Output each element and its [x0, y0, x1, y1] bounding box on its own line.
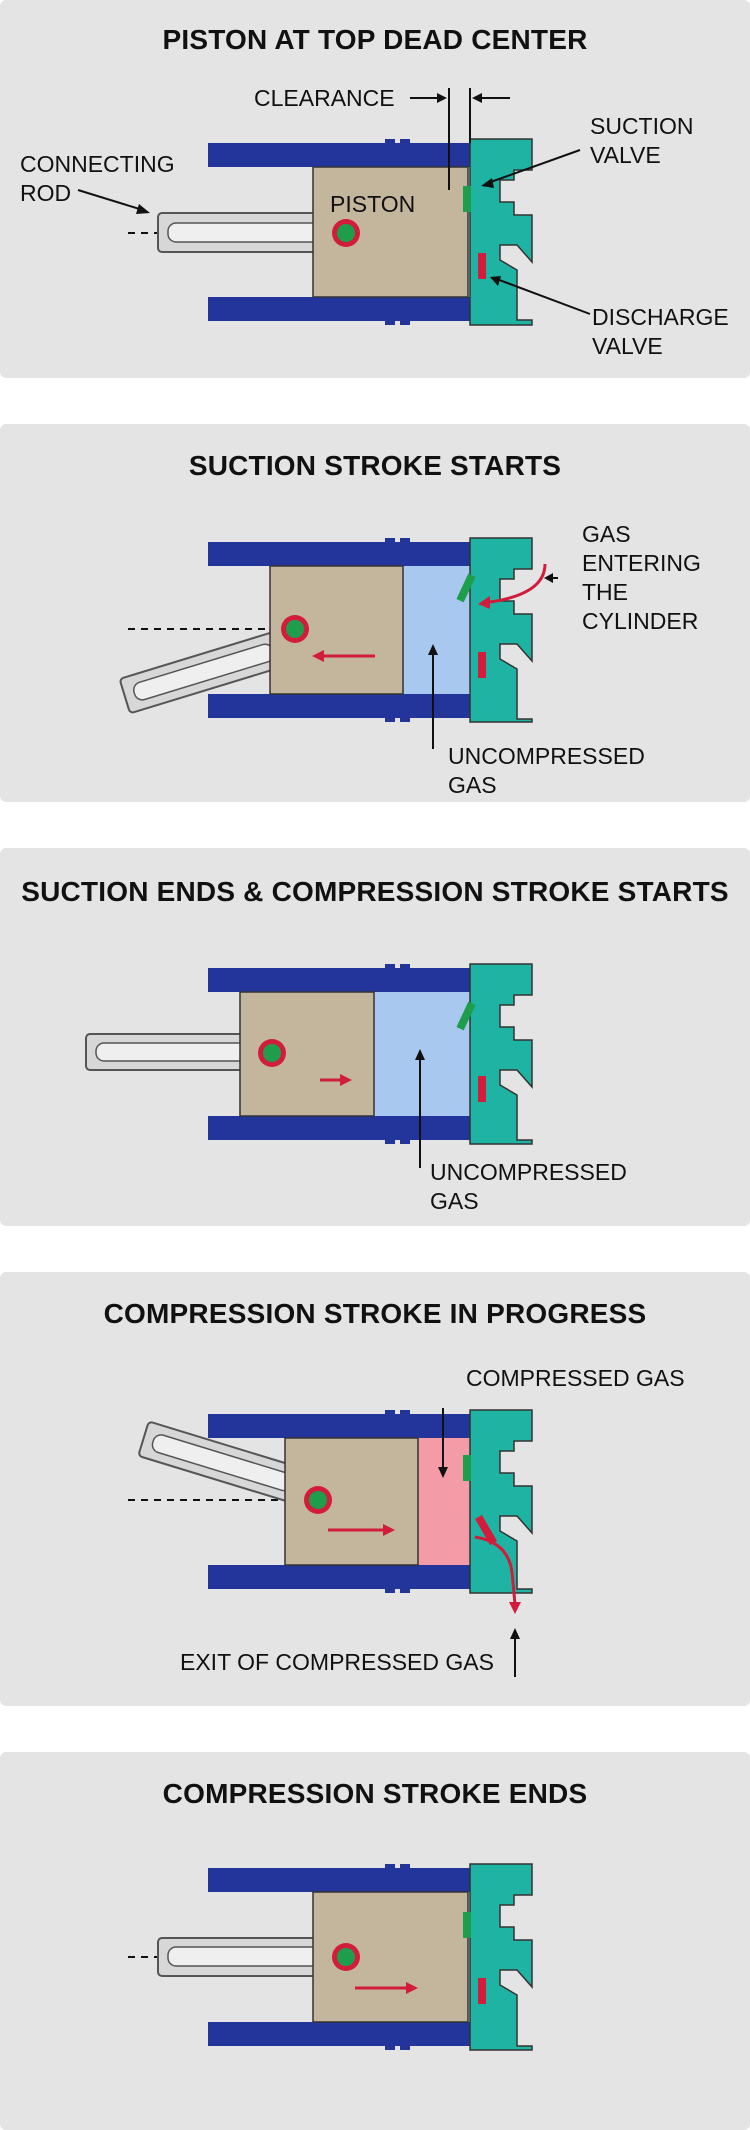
discharge-valve [478, 652, 486, 678]
suction-valve [463, 186, 471, 212]
gas-entering-label-line1: GAS [582, 521, 631, 547]
diagram-suction-stroke-starts [119, 537, 558, 749]
valve-head [469, 138, 533, 326]
diagram-top-dead-center [77, 88, 591, 326]
discharge-valve [478, 1978, 486, 2004]
gas-entering-label-line4: CYLINDER [582, 608, 699, 634]
cylinder-wall [208, 1410, 470, 1593]
diagram-compression-in-progress [128, 1408, 533, 1677]
clearance-label: CLEARANCE [254, 85, 395, 111]
panel-compression-in-progress: COMPRESSION STROKE IN PROGRESS COMPRESSE… [0, 1272, 750, 1706]
uncompressed-gas-label-line1: UNCOMPRESSED [448, 743, 645, 769]
suction-valve [463, 1912, 471, 1938]
diagram-suction-ends [85, 963, 533, 1168]
compressed-gas-label: COMPRESSED GAS [466, 1365, 685, 1391]
suction-valve-label-line2: VALVE [590, 142, 661, 168]
panel-compression-ends: COMPRESSION STROKE ENDS [0, 1752, 750, 2130]
discharge-valve-label-line2: VALVE [592, 333, 663, 359]
connecting-rod-label-line2: ROD [20, 180, 72, 206]
uncompressed-gas-region [403, 566, 470, 694]
gas-entering-label-line2: ENTERING [582, 550, 701, 576]
discharge-valve-label-line1: DISCHARGE [592, 304, 729, 330]
cylinder-wall [208, 1864, 470, 2050]
panel-top-dead-center: PISTON AT TOP DEAD CENTER CLEARANCE SUCT… [0, 0, 750, 378]
connecting-rod-label-line1: CONNECTING [20, 151, 175, 177]
panel-title: COMPRESSION STROKE ENDS [162, 1778, 588, 1809]
valve-head [469, 537, 533, 723]
panel-title: SUCTION STROKE STARTS [188, 450, 562, 481]
piston-label: PISTON [330, 191, 416, 217]
suction-valve [463, 1455, 471, 1481]
suction-valve [456, 573, 476, 603]
cylinder-wall [208, 139, 470, 325]
uncompressed-gas-label-line2: GAS [448, 772, 497, 798]
gas-entering-label-line3: THE [582, 579, 628, 605]
uncompressed-gas-label-line1: UNCOMPRESSED [430, 1159, 627, 1185]
valve-head [469, 963, 533, 1145]
panel-title: SUCTION ENDS & COMPRESSION STROKE STARTS [21, 876, 729, 907]
suction-valve-label-line1: SUCTION [590, 113, 694, 139]
exit-compressed-gas-label: EXIT OF COMPRESSED GAS [180, 1649, 494, 1675]
panel-suction-stroke-starts: SUCTION STROKE STARTS GAS ENTERING THE C… [0, 424, 750, 802]
discharge-valve [478, 253, 486, 279]
discharge-valve [475, 1515, 497, 1545]
valve-head [469, 1863, 533, 2051]
cylinder-wall [208, 964, 470, 1144]
cylinder-wall [208, 538, 470, 722]
discharge-valve [478, 1076, 486, 1102]
diagram-compression-ends [128, 1863, 533, 2051]
panel-title: COMPRESSION STROKE IN PROGRESS [103, 1298, 647, 1329]
suction-valve [456, 1001, 476, 1031]
uncompressed-gas-label-line2: GAS [430, 1188, 479, 1214]
panel-title: PISTON AT TOP DEAD CENTER [162, 24, 588, 55]
valve-head [469, 1409, 533, 1594]
panel-suction-ends: SUCTION ENDS & COMPRESSION STROKE STARTS… [0, 848, 750, 1226]
